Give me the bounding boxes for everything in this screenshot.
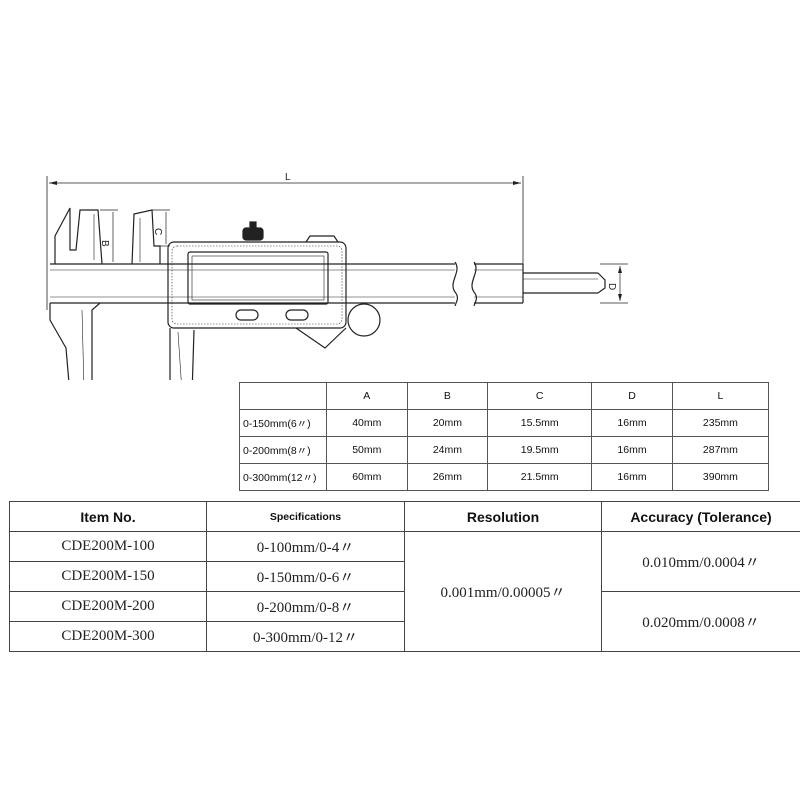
fixed-upper-jaw xyxy=(54,207,103,265)
value-cell: 21.5mm xyxy=(487,463,593,491)
model-spec-table: Item No. Specifications Resolution Accur… xyxy=(9,501,800,652)
table-row: 0-150mm(6〃) 40mm 20mm 15.5mm 16mm 235mm xyxy=(239,409,770,437)
column-header-c: C xyxy=(487,382,593,410)
lcd-display xyxy=(187,251,329,305)
item-number-cell: CDE200M-150 xyxy=(9,561,207,592)
table-row: CDE200M-150 0-150mm/0-6〃 xyxy=(9,561,800,592)
header-resolution: Resolution xyxy=(404,501,602,532)
column-header-l: L xyxy=(671,382,770,410)
accuracy-cell: 0.020mm/0.0008〃 xyxy=(601,591,800,652)
table-row: 0-300mm(12〃) 60mm 26mm 21.5mm 16mm 390mm xyxy=(239,463,770,491)
accuracy-cell: 0.010mm/0.0004〃 xyxy=(601,531,800,592)
table-row: CDE200M-300 0-300mm/0-12〃 xyxy=(9,621,800,652)
value-cell: 390mm xyxy=(671,463,770,491)
resolution-cell: 0.001mm/0.00005〃 xyxy=(404,531,602,652)
value-cell: 24mm xyxy=(406,436,489,464)
value-cell: 287mm xyxy=(671,436,770,464)
value-cell: 15.5mm xyxy=(487,409,593,437)
value-cell: 16mm xyxy=(591,436,673,464)
label-B: B xyxy=(99,240,110,247)
specification-cell: 0-150mm/0-6〃 xyxy=(206,561,405,592)
display-buttons xyxy=(235,309,309,321)
overall-length-dimension xyxy=(46,176,524,310)
item-number-cell: CDE200M-100 xyxy=(9,531,207,562)
range-cell: 0-200mm(8〃) xyxy=(239,436,327,464)
dimension-table: A B C D L 0-150mm(6〃) 40mm 20mm 15.5mm 1… xyxy=(239,382,770,491)
value-cell: 60mm xyxy=(326,463,408,491)
value-cell: 16mm xyxy=(591,409,673,437)
header-accuracy: Accuracy (Tolerance) xyxy=(601,501,800,532)
label-L: L xyxy=(285,172,291,183)
column-header-a: A xyxy=(326,382,408,410)
sliding-upper-jaw xyxy=(131,209,161,265)
table-row: 0-200mm(8〃) 50mm 24mm 19.5mm 16mm 287mm xyxy=(239,436,770,464)
label-C: C xyxy=(152,228,163,235)
header-item-no: Item No. xyxy=(9,501,207,532)
slider-body xyxy=(167,221,381,380)
label-D: D xyxy=(606,283,617,290)
value-cell: 16mm xyxy=(591,463,673,491)
main-beam xyxy=(50,261,524,307)
model-table-header: Item No. Specifications Resolution Accur… xyxy=(9,501,800,532)
item-number-cell: CDE200M-200 xyxy=(9,591,207,622)
header-specifications: Specifications xyxy=(206,501,405,532)
specification-cell: 0-300mm/0-12〃 xyxy=(206,621,405,652)
table-row: CDE200M-100 0-100mm/0-4〃 0.001mm/0.00005… xyxy=(9,531,800,652)
table-corner-cell xyxy=(239,382,327,410)
dimension-table-header: A B C D L xyxy=(239,382,770,410)
column-header-b: B xyxy=(406,382,489,410)
specification-cell: 0-200mm/0-8〃 xyxy=(206,591,405,622)
value-cell: 50mm xyxy=(326,436,408,464)
range-cell: 0-300mm(12〃) xyxy=(239,463,327,491)
depth-rod xyxy=(523,272,606,294)
value-cell: 40mm xyxy=(326,409,408,437)
value-cell: 26mm xyxy=(406,463,489,491)
item-number-cell: CDE200M-300 xyxy=(9,621,207,652)
value-cell: 235mm xyxy=(671,409,770,437)
caliper-drawing: L B C D xyxy=(46,172,628,380)
range-cell: 0-150mm(6〃) xyxy=(239,409,327,437)
fixed-lower-jaw xyxy=(49,302,101,380)
specification-cell: 0-100mm/0-4〃 xyxy=(206,531,405,562)
value-cell: 20mm xyxy=(406,409,489,437)
depth-rod-dimension xyxy=(600,263,628,304)
outside-jaw-dimension xyxy=(100,209,118,265)
value-cell: 19.5mm xyxy=(487,436,593,464)
column-header-d: D xyxy=(591,382,673,410)
